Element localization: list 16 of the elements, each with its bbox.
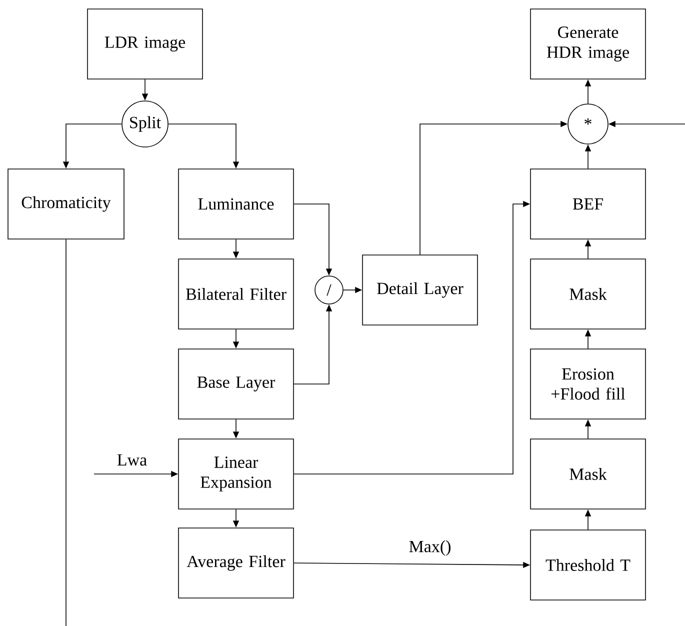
process-box: BEF [530, 168, 646, 240]
process-box: Chromaticity [8, 168, 124, 240]
process-box: Linear Expansion [178, 438, 294, 510]
process-box: Bilateral Filter [178, 258, 294, 330]
process-box: Mask [530, 438, 646, 510]
process-box: Detail Layer [362, 254, 478, 326]
process-box: Threshold T [530, 530, 646, 600]
process-box: LDR image [87, 8, 203, 80]
process-box: Erosion +Flood fill [530, 348, 646, 420]
process-box: Luminance [178, 168, 294, 240]
edge-label: Max() [408, 539, 452, 557]
process-box: Average Filter [178, 528, 294, 598]
process-box: Generate HDR image [530, 8, 646, 80]
process-box: Mask [530, 258, 646, 330]
process-box: Base Layer [178, 348, 294, 420]
edge-label: Lwa [116, 453, 148, 467]
